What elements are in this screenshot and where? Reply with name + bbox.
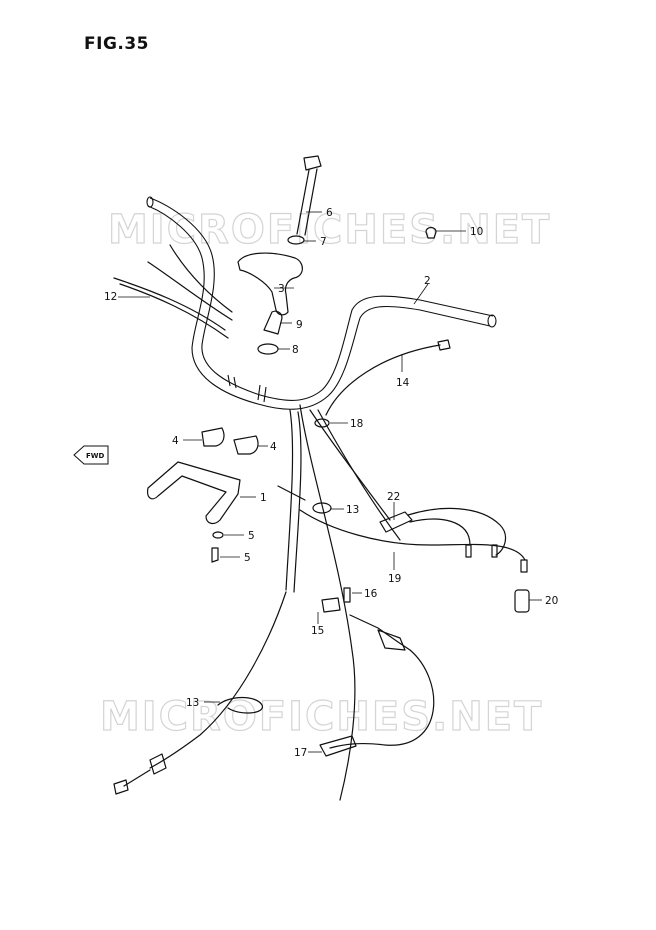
callout-13: 13 xyxy=(186,697,199,709)
callout-10: 9 xyxy=(296,319,303,331)
cable-bundle xyxy=(285,404,401,801)
callout-22: 22 xyxy=(387,491,400,503)
watermark-bottom: MICROFICHES.NET xyxy=(100,694,543,740)
washer-6 xyxy=(212,531,224,539)
callout-16: 15 xyxy=(311,625,324,637)
callout-6: 5 xyxy=(248,530,255,542)
upper-holder-3 xyxy=(237,252,303,316)
bolt-7 xyxy=(296,155,322,236)
callout-11: 10 xyxy=(470,226,483,238)
callout-7: 6 xyxy=(326,207,333,219)
clamp-16 xyxy=(321,597,341,613)
watermark-top: MICROFICHES.NET xyxy=(108,207,551,253)
callout-8: 7 xyxy=(320,236,327,248)
guide-13 xyxy=(217,696,263,714)
callout-15: 14 xyxy=(396,377,410,389)
fwd-arrow-icon: FWD xyxy=(73,445,109,465)
bracket-1 xyxy=(147,461,241,525)
bolt-5 xyxy=(211,547,219,563)
clutch-cable-15 xyxy=(325,344,441,416)
callout-19: 18 xyxy=(350,418,363,430)
clamp-19 xyxy=(314,418,330,428)
figure-title: FIG.35 xyxy=(84,34,150,54)
connector-c xyxy=(520,559,528,573)
callout-1: 1 xyxy=(260,492,267,504)
switch-lead-22 xyxy=(299,507,526,561)
callout-12: 12 xyxy=(104,291,117,303)
connector-a xyxy=(465,544,472,558)
callout-14: 13 xyxy=(346,504,359,516)
leader-lines xyxy=(118,211,542,753)
lower-cable-end xyxy=(113,591,287,795)
callout-3: 3 xyxy=(278,283,285,295)
callout-17: 16 xyxy=(364,588,378,600)
fwd-label: FWD xyxy=(86,452,105,460)
callout-20: 19 xyxy=(388,573,401,585)
lower-holder-4-left xyxy=(201,427,225,447)
connector-b xyxy=(491,544,498,558)
washer-8 xyxy=(287,235,305,245)
clamp-14 xyxy=(312,502,332,514)
plug-11 xyxy=(425,226,437,239)
cap-21 xyxy=(514,589,530,613)
lower-cable xyxy=(329,614,435,749)
lower-holder-4-right xyxy=(233,435,259,455)
clamp-18 xyxy=(319,735,357,757)
callout-4-left: 4 xyxy=(172,435,179,447)
clutch-cable-end xyxy=(437,339,451,351)
clamp-14-tail xyxy=(277,485,306,501)
throttle-cables-12 xyxy=(113,244,233,339)
bolt-17 xyxy=(343,587,351,603)
callout-9: 8 xyxy=(292,344,299,356)
washer-9 xyxy=(257,343,279,355)
callout-21: 20 xyxy=(545,595,558,607)
callout-18: 17 xyxy=(294,747,307,759)
callout-2: 2 xyxy=(424,275,431,287)
callout-4-right: 4 xyxy=(270,441,277,453)
cap-10 xyxy=(263,310,283,335)
handlebar xyxy=(146,196,497,410)
callout-5: 5 xyxy=(244,552,251,564)
